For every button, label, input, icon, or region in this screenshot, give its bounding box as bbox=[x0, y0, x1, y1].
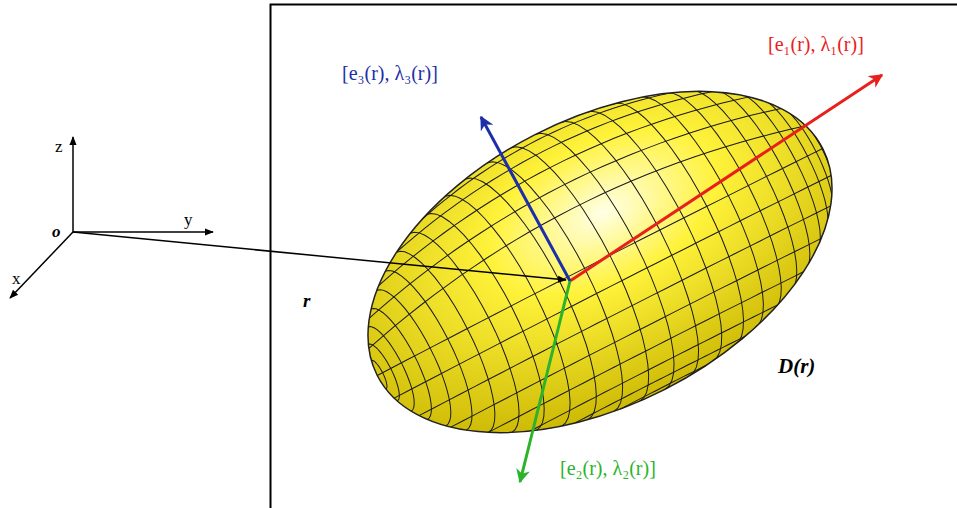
eigenvector-2 bbox=[520, 281, 570, 482]
x-axis bbox=[10, 232, 73, 298]
axis-label: y bbox=[184, 211, 193, 228]
eigen-label: [e₃(r), λ₃(r)] bbox=[342, 63, 438, 83]
y-axis bbox=[73, 231, 213, 233]
eigen-label: [e₁(r), λ₁(r)] bbox=[768, 34, 864, 54]
axis-label: z bbox=[55, 138, 63, 155]
origin-label: o bbox=[52, 223, 61, 240]
axis-label: x bbox=[12, 270, 21, 287]
frame bbox=[271, 5, 957, 508]
z-axis bbox=[72, 137, 74, 232]
eigenvector-1 bbox=[570, 75, 882, 281]
vector-label: r bbox=[303, 291, 310, 310]
ellipsoid bbox=[311, 16, 891, 502]
position-vector bbox=[73, 232, 566, 280]
eigenvector-3 bbox=[481, 117, 570, 281]
eigen-label: [e₂(r), λ₂(r)] bbox=[560, 458, 656, 478]
tensor-label: D(r) bbox=[778, 356, 815, 377]
